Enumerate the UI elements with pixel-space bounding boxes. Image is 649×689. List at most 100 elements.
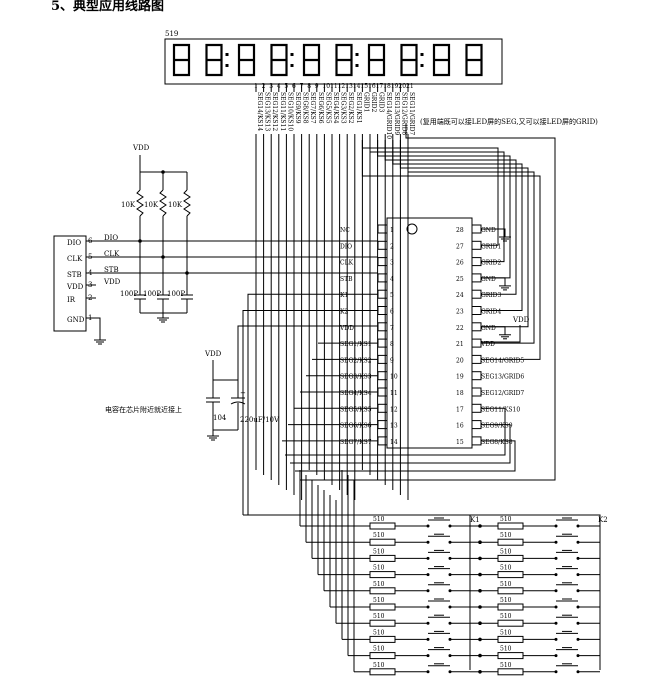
key-contact [426,605,430,609]
key-resistor-value: 510 [373,516,385,523]
display-pin-number: 21 [406,83,414,90]
ic-pin-number: 8 [390,341,394,348]
connector-pin-label: CLK [67,255,83,263]
k2-bus [470,514,601,670]
key-contact [426,540,430,544]
resistor-value: 10K [144,201,159,209]
ic-pin-number: 12 [390,406,398,413]
ic-pin-number: 19 [456,374,464,381]
ic-pin-label: GRID2 [481,260,501,267]
connector-net-label: CLK [104,250,120,258]
key-resistor-value: 510 [500,581,512,588]
colon-dot [290,53,294,56]
display-pin-label: GRID3 [378,92,385,112]
key-contact [576,605,580,609]
key-contact [554,621,558,625]
display-pin-number: 8 [307,83,311,90]
wire [86,317,101,340]
ic-pin-label: VDD [480,341,495,348]
ic-pin-label: SEG4/KS4 [340,390,372,397]
ic-pin-label: SEG2/KS2 [340,357,372,364]
key-contact [554,524,558,528]
display-pins: 1SEG14/KS142SEG13/KS133SEG12/KS124SEG11/… [254,83,415,139]
display-pin-label: SEG1/KS1 [355,92,362,124]
ic-pin-label: K2 [340,309,348,316]
colon-dot [225,53,229,56]
k2-line [242,310,378,515]
ic-pin-pad [471,257,482,267]
connector-net-label: VDD [103,278,121,286]
ic-pin-label: K1 [340,292,348,299]
ic-pin-number: 6 [390,309,394,316]
ic-pin-number: 23 [456,309,464,316]
connector-body [53,235,87,332]
key-resistor-value: 510 [500,629,512,636]
ic-pin-label: VDD [339,325,354,332]
ic-pin-number: 4 [390,276,394,283]
ic-pin-number: 26 [456,260,464,267]
resistor-value: 10K [121,201,136,209]
display-pin-label: SEG13/GRID9 [393,92,400,135]
display-pin-label: SEG5/KS5 [324,92,331,124]
display-pin-number: 13 [345,83,353,90]
display-pin-number: 1 [254,83,258,90]
seg-line [295,440,516,472]
junction-dot [161,170,165,174]
key-resistor [369,522,396,530]
ic-pin-label: GND [481,227,496,234]
wire [212,325,378,381]
display-pin-number: 6 [292,83,296,90]
ic-pin-label: SEG12/GRID7 [481,390,524,397]
display-pin-number: 9 [315,83,319,90]
display-pin-number: 16 [368,83,376,90]
seven-segment-digit [335,43,353,77]
key-contact [448,540,452,544]
colon-dot [290,64,294,67]
key-contact [576,654,580,658]
seven-segment-digit [367,43,386,77]
key-resistor-value: 510 [373,532,385,539]
ic-pin-label: SEG1/KS1 [340,341,372,348]
display-pin-label: SEG13/KS13 [264,92,271,131]
grid-line [384,140,517,295]
seven-segment-digit [465,43,483,77]
key-contact [448,621,452,625]
key-resistor [497,571,524,579]
ic-pin-number: 14 [390,439,398,446]
display-model-label: 519 [165,30,178,38]
seg-line [285,407,506,456]
ic-pin-label: GRID4 [481,309,501,316]
decoupling-cap-big [230,401,246,405]
ic-pin-pad [471,387,482,397]
ic-pin-pad [471,403,482,413]
ic-pin-pad [471,338,482,348]
wire [481,325,521,343]
key-contact [426,589,430,593]
key-resistor-value: 510 [500,597,512,604]
ic-pin-number: 21 [456,341,464,348]
display-pin-number: 11 [330,83,338,90]
key-contact [426,654,430,658]
ic-pin-number: 24 [456,292,464,299]
display-pin-number: 15 [360,83,368,90]
ic-pin-label: GND [481,276,496,283]
ic-pin1-marker [406,223,418,235]
seven-segment-digit [237,43,256,77]
ic-pin-number: 20 [456,357,464,364]
key-resistor-value: 510 [373,662,385,669]
display-pin-label: SEG14/KS14 [256,92,263,131]
display-digits [172,43,483,77]
ic-body [386,217,473,449]
key-resistor-value: 510 [500,532,512,539]
led-display: 519 1SEG14/KS142SEG13/KS133SEG12/KS124SE… [164,30,598,139]
ic-pin-number: 13 [390,423,398,430]
display-pin-number: 10 [322,83,330,90]
display-pin-label: SEG12/GRID8 [400,92,407,135]
key-contact [554,589,558,593]
connector-net-label: DIO [104,234,118,242]
